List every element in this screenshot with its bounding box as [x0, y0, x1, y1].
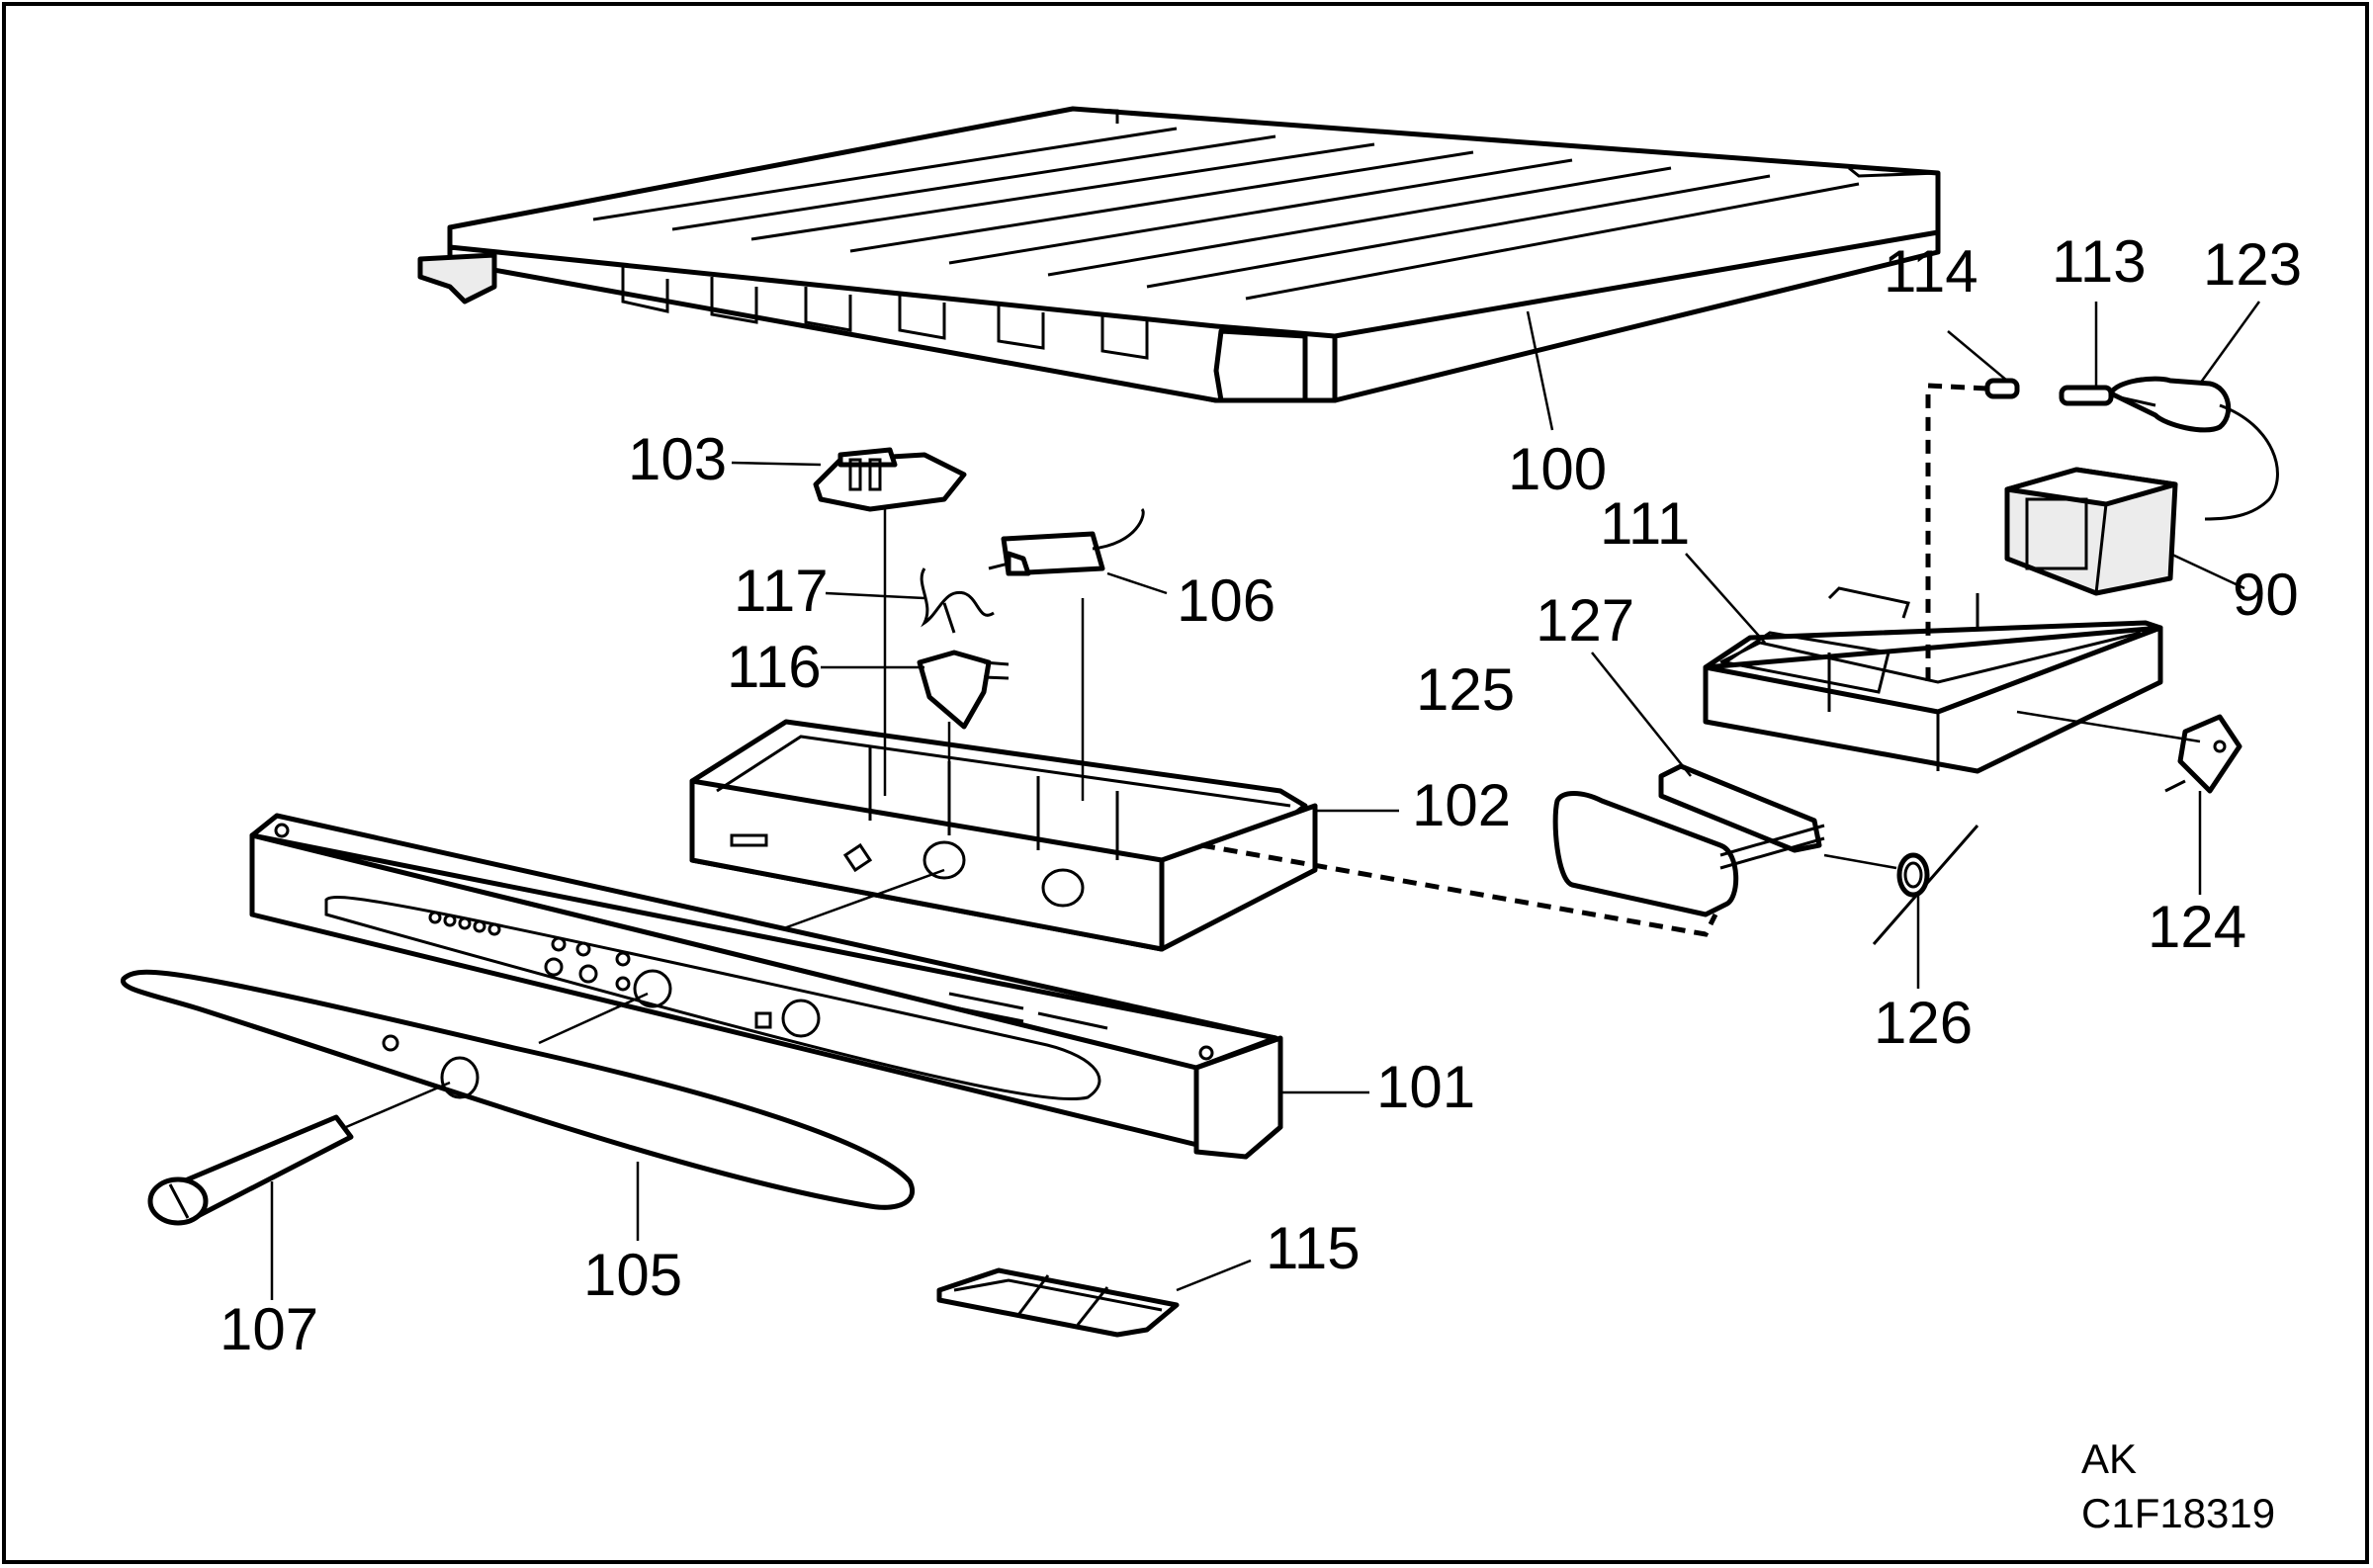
part-106-switch — [988, 507, 1145, 576]
part-101-front-panel — [249, 813, 1283, 1160]
part-117-spring-clip — [920, 567, 995, 634]
label-90: 90 — [2233, 562, 2299, 628]
label-114: 114 — [1884, 238, 1978, 305]
label-102: 102 — [1412, 772, 1511, 838]
leader-117 — [825, 591, 925, 600]
label-123: 123 — [2203, 231, 2302, 298]
part-111-base-tray — [1703, 586, 2163, 774]
part-127-bracket — [1658, 763, 1822, 853]
part-115-filter — [936, 1267, 1180, 1338]
leader-111 — [1685, 553, 1766, 644]
label-105: 105 — [583, 1242, 682, 1308]
leader-100 — [1526, 310, 1554, 431]
part-113-lamp-holder — [2059, 385, 2114, 406]
leader-114 — [1947, 330, 2008, 382]
caption-line-2: C1F18319 — [2081, 1490, 2275, 1536]
leader-106 — [1106, 571, 1168, 595]
part-125-door-handle — [1552, 791, 1825, 917]
part-100-top-panel — [417, 106, 1941, 403]
label-124: 124 — [2148, 894, 2246, 960]
part-114-bulb — [1984, 378, 2020, 399]
part-116-latch — [917, 650, 1010, 730]
assembly-line-lamp-tray — [1925, 383, 1988, 682]
label-101: 101 — [1376, 1054, 1475, 1120]
part-123-lamp-cover — [2108, 376, 2279, 521]
leader-107-105 — [345, 1081, 451, 1129]
part-102-control-housing — [689, 719, 1318, 952]
leader-124 — [2016, 710, 2201, 743]
assembly-line-housing-handle — [1200, 842, 1718, 937]
part-105-trim-strip — [121, 969, 915, 1210]
leader-127 — [1591, 652, 1692, 777]
label-115: 115 — [1266, 1215, 1361, 1281]
label-100: 100 — [1508, 436, 1607, 502]
part-124-hinge — [2164, 714, 2242, 794]
label-116: 116 — [727, 634, 822, 700]
label-126: 126 — [1874, 990, 1973, 1056]
leader-103 — [731, 461, 822, 467]
caption-line-1: AK — [2081, 1436, 2137, 1482]
label-103: 103 — [628, 426, 727, 492]
part-107-knob-shaft — [147, 1114, 354, 1226]
label-125: 125 — [1416, 656, 1515, 723]
label-106: 106 — [1177, 567, 1275, 634]
label-127: 127 — [1536, 587, 1634, 653]
leader-105-101 — [538, 992, 649, 1045]
label-117: 117 — [734, 558, 829, 624]
label-107: 107 — [220, 1296, 318, 1362]
label-111: 111 — [1600, 490, 1690, 557]
leader-123 — [2198, 301, 2261, 385]
leader-115 — [1176, 1259, 1252, 1292]
leader-90 — [2169, 552, 2245, 590]
leader-126-side — [1823, 853, 1897, 870]
part-103-bracket — [813, 447, 967, 512]
leader-101-102 — [780, 868, 945, 931]
part-90-transformer — [2004, 467, 2178, 596]
part-126-torsion-spring — [1872, 825, 1979, 945]
label-113: 113 — [2052, 228, 2147, 295]
